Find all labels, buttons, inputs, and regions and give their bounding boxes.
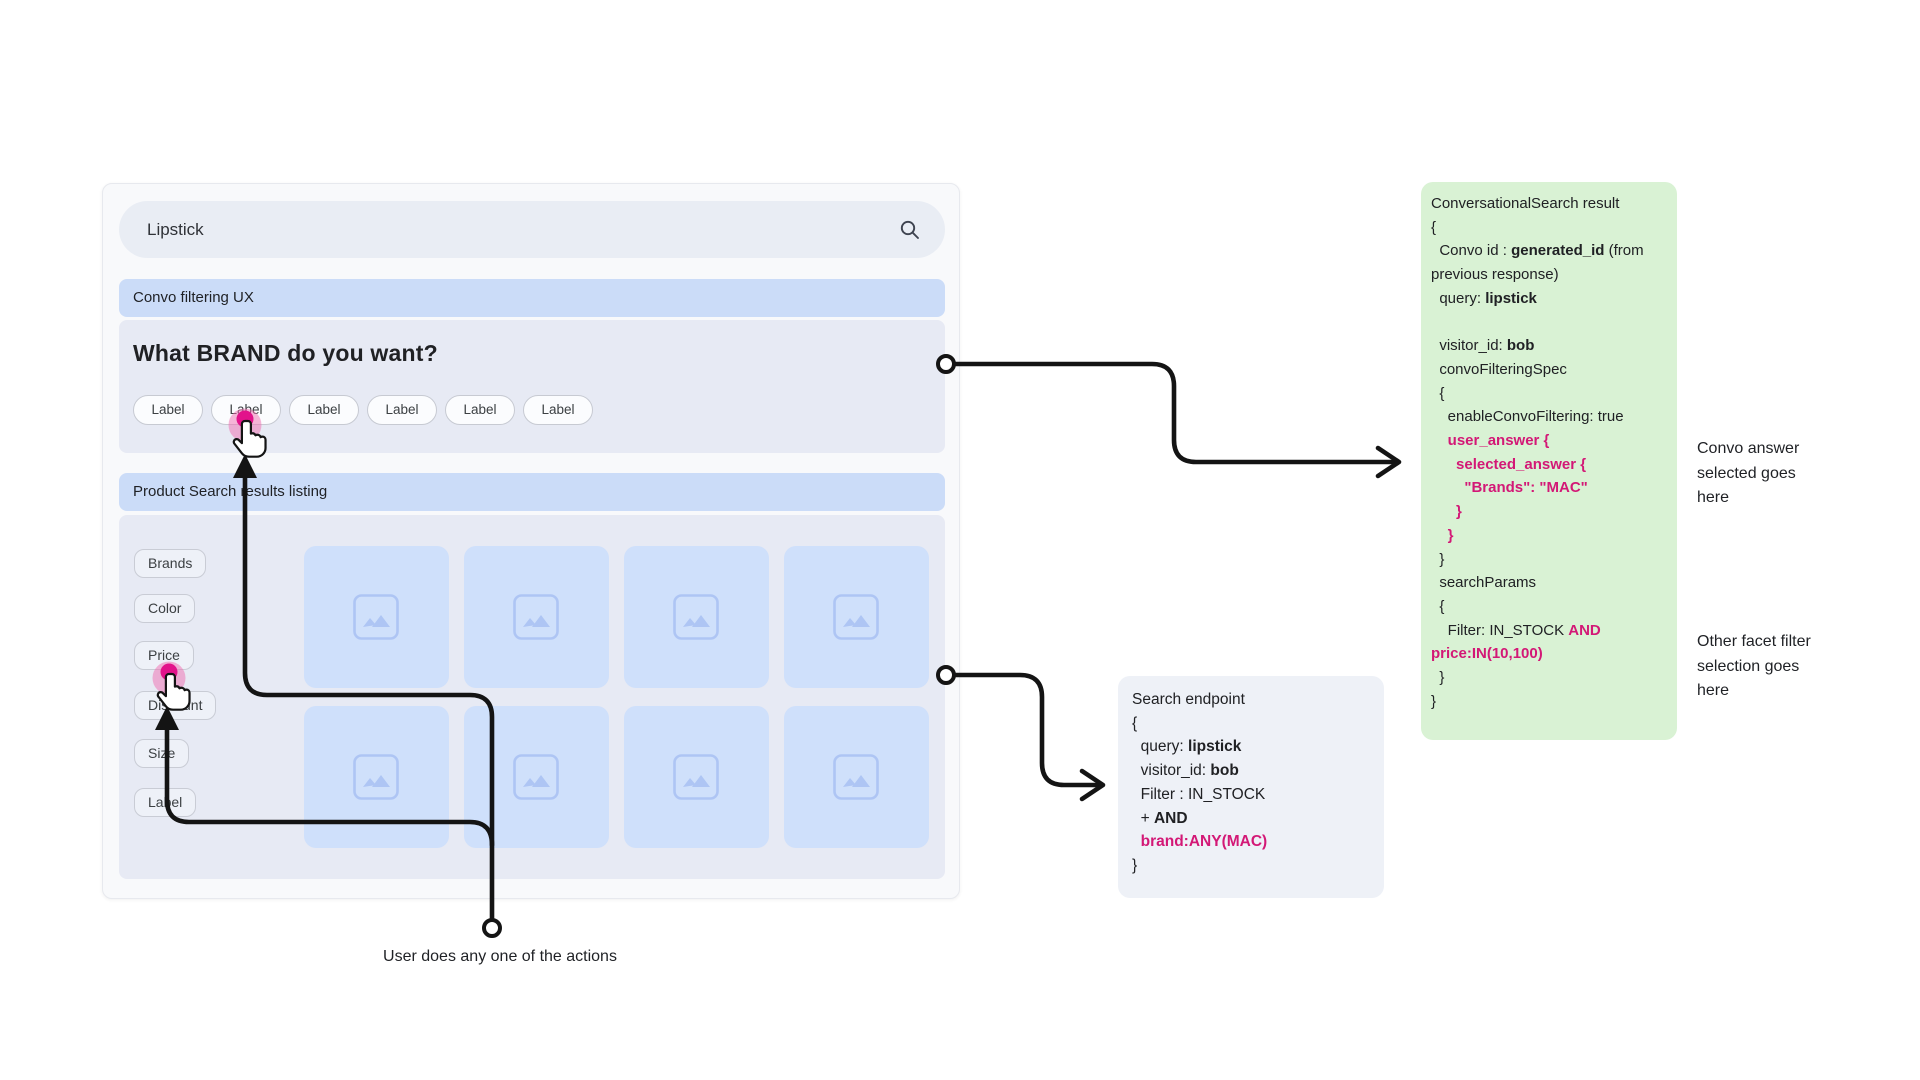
- answer-chip-1[interactable]: Label: [133, 395, 203, 425]
- image-placeholder-icon: [513, 754, 559, 800]
- search-endpoint-box: Search endpoint { query: lipstick visitor…: [1118, 676, 1384, 898]
- annotation-convo-answer: Convo answer selected goes here: [1697, 440, 1800, 506]
- facet-button-label[interactable]: Label: [134, 788, 197, 817]
- product-card[interactable]: [464, 546, 609, 688]
- search-icon[interactable]: [899, 219, 921, 241]
- connector-to-endpoint: [943, 672, 1101, 788]
- code-line: Convo id : generated_id (from: [1431, 242, 1644, 260]
- answer-chip-4[interactable]: Label: [367, 395, 437, 425]
- code-line: {: [1132, 714, 1138, 732]
- facet-button-price[interactable]: Price: [134, 641, 194, 670]
- code-line: + AND: [1132, 809, 1188, 827]
- image-placeholder-icon: [833, 754, 879, 800]
- annotation-user-action: User does any one of the actions: [383, 948, 617, 965]
- image-placeholder-icon: [513, 594, 559, 640]
- product-card[interactable]: [304, 706, 449, 848]
- code-line: selected_answer {: [1456, 455, 1587, 473]
- code-line: "Brands": "MAC": [1464, 479, 1588, 497]
- code-line: brand:ANY(MAC): [1140, 833, 1268, 851]
- search-ui-mockup-panel: Lipstick Convo filtering UX What BRAND d…: [102, 183, 960, 899]
- code-line: visitor_id: bob: [1431, 337, 1535, 355]
- product-card[interactable]: [784, 706, 929, 848]
- code-line: }: [1132, 856, 1138, 874]
- image-placeholder-icon: [833, 594, 879, 640]
- code-line: [1431, 311, 1667, 335]
- code-line: Filter : IN_STOCK: [1132, 785, 1266, 803]
- code-line: {: [1431, 597, 1445, 615]
- code-line: }: [1447, 526, 1454, 544]
- annotation-other-facet: Other facet filter selection goes here: [1697, 633, 1811, 699]
- code-line: }: [1431, 550, 1445, 568]
- facet-button-discount[interactable]: Discount: [134, 691, 217, 720]
- product-card[interactable]: [624, 546, 769, 688]
- arrowhead-right-endpoint: [1079, 768, 1106, 802]
- code-line: query: lipstick: [1132, 738, 1242, 756]
- code-line: ConversationalSearch result: [1431, 195, 1620, 212]
- code-line: }: [1456, 503, 1462, 521]
- code-line: previous response): [1431, 266, 1559, 284]
- answer-chips: Label Label Label Label Label Label: [133, 395, 593, 425]
- connector-to-result: [943, 361, 1399, 465]
- answer-chip-5[interactable]: Label: [445, 395, 515, 425]
- image-placeholder-icon: [353, 754, 399, 800]
- results-listing-banner: Product Search results listing: [119, 473, 945, 511]
- image-placeholder-icon: [673, 594, 719, 640]
- code-line: {: [1431, 384, 1445, 402]
- code-line: query: lipstick: [1431, 289, 1537, 307]
- code-line: price:IN(10,100): [1431, 645, 1543, 663]
- product-card[interactable]: [784, 546, 929, 688]
- code-line: searchParams: [1431, 574, 1537, 592]
- search-bar[interactable]: Lipstick: [119, 201, 945, 258]
- facet-button-brands[interactable]: Brands: [134, 549, 207, 578]
- answer-chip-3[interactable]: Label: [289, 395, 359, 425]
- code-line: user_answer {: [1447, 432, 1550, 450]
- conversational-search-result-box: ConversationalSearch result { Convo id : …: [1421, 182, 1677, 740]
- code-line: {: [1431, 218, 1437, 236]
- image-placeholder-icon: [353, 594, 399, 640]
- facet-button-size[interactable]: Size: [134, 739, 190, 768]
- image-placeholder-icon: [673, 754, 719, 800]
- arrowhead-right-result: [1375, 445, 1402, 479]
- code-line: }: [1431, 669, 1445, 687]
- code-line: visitor_id: bob: [1132, 762, 1239, 780]
- brand-question: What BRAND do you want?: [133, 340, 438, 366]
- answer-chip-2[interactable]: Label: [211, 395, 281, 425]
- search-input[interactable]: Lipstick: [147, 219, 204, 239]
- convo-filtering-banner: Convo filtering UX: [119, 279, 945, 317]
- code-line: Filter: IN_STOCK AND: [1431, 621, 1601, 639]
- code-line: convoFilteringSpec: [1431, 360, 1567, 378]
- answer-chip-6[interactable]: Label: [523, 395, 593, 425]
- facet-button-color[interactable]: Color: [134, 594, 196, 623]
- product-card[interactable]: [464, 706, 609, 848]
- endpoint-circle-action: [482, 918, 502, 938]
- code-line: enableConvoFiltering: true: [1431, 408, 1624, 426]
- code-line: }: [1431, 692, 1437, 710]
- product-card[interactable]: [624, 706, 769, 848]
- code-line: Search endpoint: [1132, 691, 1245, 708]
- product-card[interactable]: [304, 546, 449, 688]
